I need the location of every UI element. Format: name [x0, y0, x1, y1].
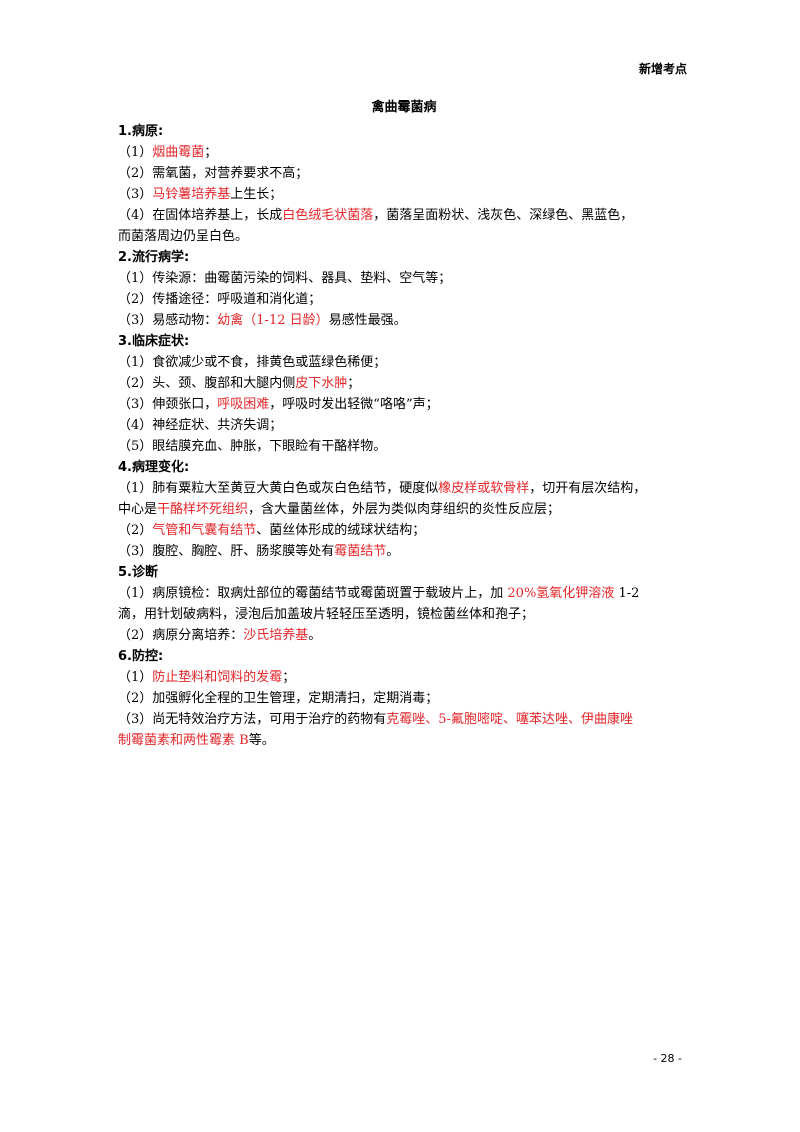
- document-body: 禽曲霉菌病 1.病原:（1）烟曲霉菌；（2）需氧菌，对营养要求不高；（3）马铃薯…: [118, 97, 690, 751]
- body-text: （2）需氧菌，对营养要求不高；: [118, 166, 309, 181]
- highlight-text: 干酪样坏死组织: [157, 502, 249, 517]
- text-line: 而菌落周边仍呈白色。: [118, 226, 690, 247]
- body-text: 。: [386, 544, 400, 559]
- section: 2.流行病学: （1）传染源：曲霉菌污染的饲料、器具、垫料、空气等； （2）传播途径…: [118, 247, 690, 331]
- highlight-text: 烟曲霉菌: [152, 145, 205, 160]
- body-text: 、菌丝体形成的绒球状结构；: [256, 523, 426, 538]
- text-line: （4）神经症状、共济失调；: [118, 415, 690, 436]
- highlight-text: 霉菌结节: [334, 544, 387, 559]
- text-line: （3）马铃薯培养基上生长；: [118, 184, 690, 205]
- text-line: （2）传播途径：呼吸道和消化道；: [118, 289, 690, 310]
- body-text: （3）伸颈张口，: [118, 397, 218, 412]
- body-text: （3）易感动物：: [118, 313, 218, 328]
- body-text: （4）神经症状、共济失调；: [118, 418, 283, 433]
- highlight-text: 防止垫料和饲料的发霉: [152, 670, 283, 685]
- text-line: （2）病原分离培养：沙氏培养基。: [118, 625, 690, 646]
- body-text: 上生长；: [230, 187, 283, 202]
- body-text: （5）眼结膜充血、肿胀，下眼睑有干酪样物。: [118, 439, 387, 454]
- text-line: （1）传染源：曲霉菌污染的饲料、器具、垫料、空气等；: [118, 268, 690, 289]
- section: 1.病原: （1）烟曲霉菌； （2）需氧菌，对营养要求不高； （3）马铃薯培养基上生长…: [118, 121, 690, 247]
- text-line: （3）腹腔、胸腔、肝、肠浆膜等处有霉菌结节。: [118, 541, 690, 562]
- text-line: 中心是干酪样坏死组织，含大量菌丝体，外层为类似肉芽组织的炎性反应层；: [118, 499, 690, 520]
- body-text: ，菌落呈面粉状、浅灰色、深绿色、黑蓝色，: [373, 208, 634, 223]
- text-line: （3）易感动物：幼禽（1-12 日龄）易感性最强。: [118, 310, 690, 331]
- section: 6.防控: （1）防止垫料和饲料的发霉； （2）加强孵化全程的卫生管理，定期清扫，定…: [118, 646, 690, 751]
- body-text: （1）肺有粟粒大至黄豆大黄白色或灰白色结节，硬度似: [118, 481, 439, 496]
- body-text: 易感性最强。: [328, 313, 407, 328]
- text-line: （3）伸颈张口，呼吸困难，呼吸时发出轻微“咯咯”声；: [118, 394, 690, 415]
- body-text: （3）: [118, 187, 153, 202]
- text-line: （5）眼结膜充血、肿胀，下眼睑有干酪样物。: [118, 436, 690, 457]
- highlight-text: 呼吸困难: [217, 397, 270, 412]
- text-line: （2）需氧菌，对营养要求不高；: [118, 163, 690, 184]
- highlight-text: 橡皮样或软骨样: [438, 481, 530, 496]
- document-title: 禽曲霉菌病: [371, 100, 437, 115]
- body-text: ；: [282, 670, 296, 685]
- body-text: （1）病原镜检：取病灶部位的霉菌结节或霉菌斑置于载玻片上，加: [118, 586, 508, 601]
- text-line: （1）食欲减少或不食，排黄色或蓝绿色稀便；: [118, 352, 690, 373]
- section-heading: 1.病原:: [118, 124, 164, 139]
- section-heading: 3.临床症状:: [118, 334, 190, 349]
- section: 5.诊断 （1）病原镜检：取病灶部位的霉菌结节或霉菌斑置于载玻片上，加 20%氢氧…: [118, 562, 690, 646]
- body-text: （2）病原分离培养：: [118, 628, 244, 643]
- highlight-text: 沙氏培养基: [243, 628, 309, 643]
- text-line: （2）加强孵化全程的卫生管理，定期清扫，定期消毒；: [118, 688, 690, 709]
- highlight-text: 皮下水肿: [295, 376, 348, 391]
- body-text: 。: [308, 628, 322, 643]
- highlight-text: 白色绒毛状菌落: [282, 208, 374, 223]
- text-line: （2）头、颈、腹部和大腿内侧皮下水肿；: [118, 373, 690, 394]
- section-heading: 6.防控:: [118, 649, 164, 664]
- body-text: （1）传染源：曲霉菌污染的饲料、器具、垫料、空气等；: [118, 271, 452, 286]
- body-text: ，含大量菌丝体，外层为类似肉芽组织的炎性反应层；: [248, 502, 561, 517]
- highlight-text: 气管和气囊有结节: [152, 523, 257, 538]
- body-text: （1）食欲减少或不食，排黄色或蓝绿色稀便；: [118, 355, 387, 370]
- body-text: （2）: [118, 523, 153, 538]
- highlight-text: 制霉菌素和两性霉素 B: [118, 733, 249, 748]
- body-text: （4）在固体培养基上，长成: [118, 208, 283, 223]
- text-line: （1）防止垫料和饲料的发霉；: [118, 667, 690, 688]
- section-heading: 2.流行病学:: [118, 250, 190, 265]
- body-text: （1）: [118, 145, 153, 160]
- page-number: - 28 -: [653, 1052, 682, 1065]
- sections: 1.病原:（1）烟曲霉菌；（2）需氧菌，对营养要求不高；（3）马铃薯培养基上生长…: [118, 121, 690, 751]
- body-text: （2）加强孵化全程的卫生管理，定期清扫，定期消毒；: [118, 691, 439, 706]
- body-text: （2）头、颈、腹部和大腿内侧: [118, 376, 296, 391]
- text-line: （1）肺有粟粒大至黄豆大黄白色或灰白色结节，硬度似橡皮样或软骨样，切开有层次结构…: [118, 478, 690, 499]
- section-heading: 4.病理变化:: [118, 460, 190, 475]
- body-text: 等。: [248, 733, 275, 748]
- header-tag: 新增考点: [638, 62, 687, 76]
- highlight-text: 马铃薯培养基: [152, 187, 231, 202]
- body-text: 而菌落周边仍呈白色。: [118, 229, 249, 244]
- body-text: ；: [347, 376, 361, 391]
- text-line: 制霉菌素和两性霉素 B等。: [118, 730, 690, 751]
- text-line: （1）病原镜检：取病灶部位的霉菌结节或霉菌斑置于载玻片上，加 20%氢氧化钾溶液…: [118, 583, 690, 604]
- highlight-text: 20%氢氧化钾溶液: [507, 586, 615, 601]
- body-text: 1-2: [614, 586, 640, 601]
- text-line: （1）烟曲霉菌；: [118, 142, 690, 163]
- text-line: 滴，用针划破病料，浸泡后加盖玻片轻轻压至透明，镜检菌丝体和孢子；: [118, 604, 690, 625]
- body-text: （2）传播途径：呼吸道和消化道；: [118, 292, 322, 307]
- body-text: ，呼吸时发出轻微“咯咯”声；: [269, 397, 439, 412]
- highlight-text: 克霉唑、5-氟胞嘧啶、噻苯达唑、伊曲康唑: [386, 712, 633, 727]
- body-text: ；: [204, 145, 218, 160]
- body-text: 中心是: [118, 502, 158, 517]
- highlight-text: 幼禽（1-12 日龄）: [217, 313, 329, 328]
- section: 4.病理变化:（1）肺有粟粒大至黄豆大黄白色或灰白色结节，硬度似橡皮样或软骨样，…: [118, 457, 690, 562]
- body-text: 滴，用针划破病料，浸泡后加盖玻片轻轻压至透明，镜检菌丝体和孢子；: [118, 607, 535, 622]
- body-text: （3）腹腔、胸腔、肝、肠浆膜等处有: [118, 544, 335, 559]
- section: 3.临床症状: （1）食欲减少或不食，排黄色或蓝绿色稀便； （2）头、颈、腹部和大腿…: [118, 331, 690, 457]
- text-line: （2）气管和气囊有结节、菌丝体形成的绒球状结构；: [118, 520, 690, 541]
- body-text: （3）尚无特效治疗方法，可用于治疗的药物有: [118, 712, 387, 727]
- section-heading: 5.诊断: [118, 565, 158, 580]
- text-line: （4）在固体培养基上，长成白色绒毛状菌落，菌落呈面粉状、浅灰色、深绿色、黑蓝色，: [118, 205, 690, 226]
- body-text: （1）: [118, 670, 153, 685]
- body-text: ，切开有层次结构，: [529, 481, 647, 496]
- text-line: （3）尚无特效治疗方法，可用于治疗的药物有克霉唑、5-氟胞嘧啶、噻苯达唑、伊曲康…: [118, 709, 690, 730]
